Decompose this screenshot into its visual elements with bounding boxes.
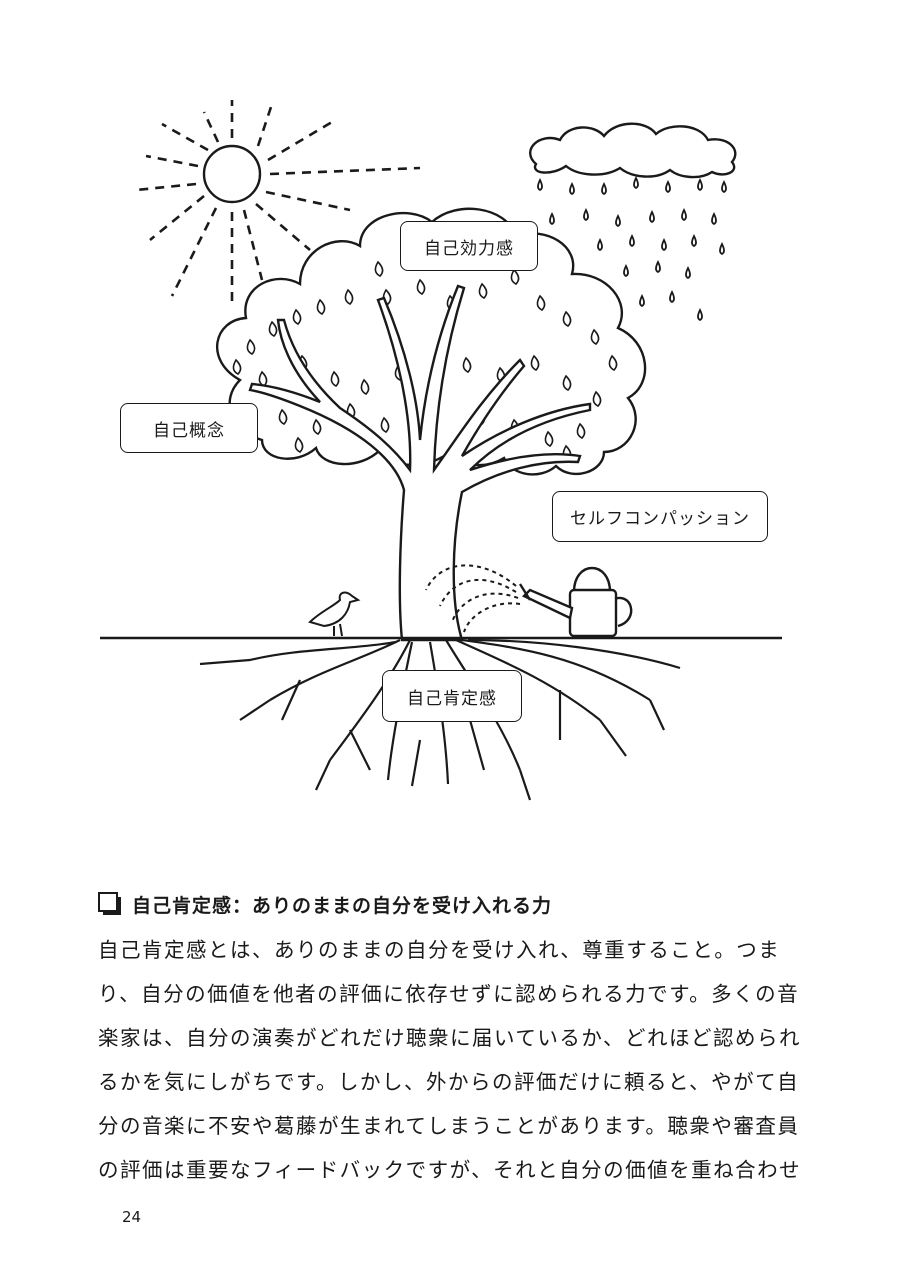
- body-line: 自己肯定感とは、ありのままの自分を受け入れ、尊重すること。つま: [98, 938, 781, 962]
- label-self-compassion: セルフコンパッション: [552, 491, 768, 542]
- body-line: 楽家は、自分の演奏がどれだけ聴衆に届いているか、どれほど認められ: [98, 1026, 801, 1050]
- sun-icon: [135, 100, 421, 305]
- label-self-efficacy: 自己効力感: [400, 221, 538, 271]
- leaves: [232, 260, 618, 461]
- body-line: るかを気にしがちです。しかし、外からの評価だけに頼ると、やがて自: [98, 1070, 800, 1094]
- label-self-affirmation: 自己肯定感: [382, 670, 522, 722]
- tree-illustration: [100, 100, 782, 801]
- body-line: り、自分の価値を他者の評価に依存せずに認められる力です。多くの音: [98, 982, 800, 1006]
- water-spray: [425, 564, 521, 633]
- body-paragraph: 自己肯定感とは、ありのままの自分を受け入れ、尊重すること。つま り、自分の価値を…: [98, 928, 802, 1192]
- page-number: 24: [122, 1208, 142, 1226]
- section-heading: 自己肯定感：ありのままの自分を受け入れる力: [98, 888, 552, 920]
- watering-can-icon: [518, 566, 633, 638]
- body-line: 分の音楽に不安や葛藤が生まれてしまうことがあります。聴衆や審査員: [98, 1114, 800, 1138]
- checkbox-icon: [98, 892, 122, 916]
- section-heading-text: 自己肯定感：ありのままの自分を受け入れる力: [132, 894, 553, 917]
- bird-icon: [308, 591, 361, 637]
- cloud-icon: [529, 122, 737, 179]
- body-line: の評価は重要なフィードバックですが、それと自分の価値を重ね合わせ: [98, 1158, 802, 1182]
- label-self-concept: 自己概念: [120, 403, 258, 453]
- tree-trunk: [248, 284, 592, 642]
- rain-icon: [537, 175, 727, 322]
